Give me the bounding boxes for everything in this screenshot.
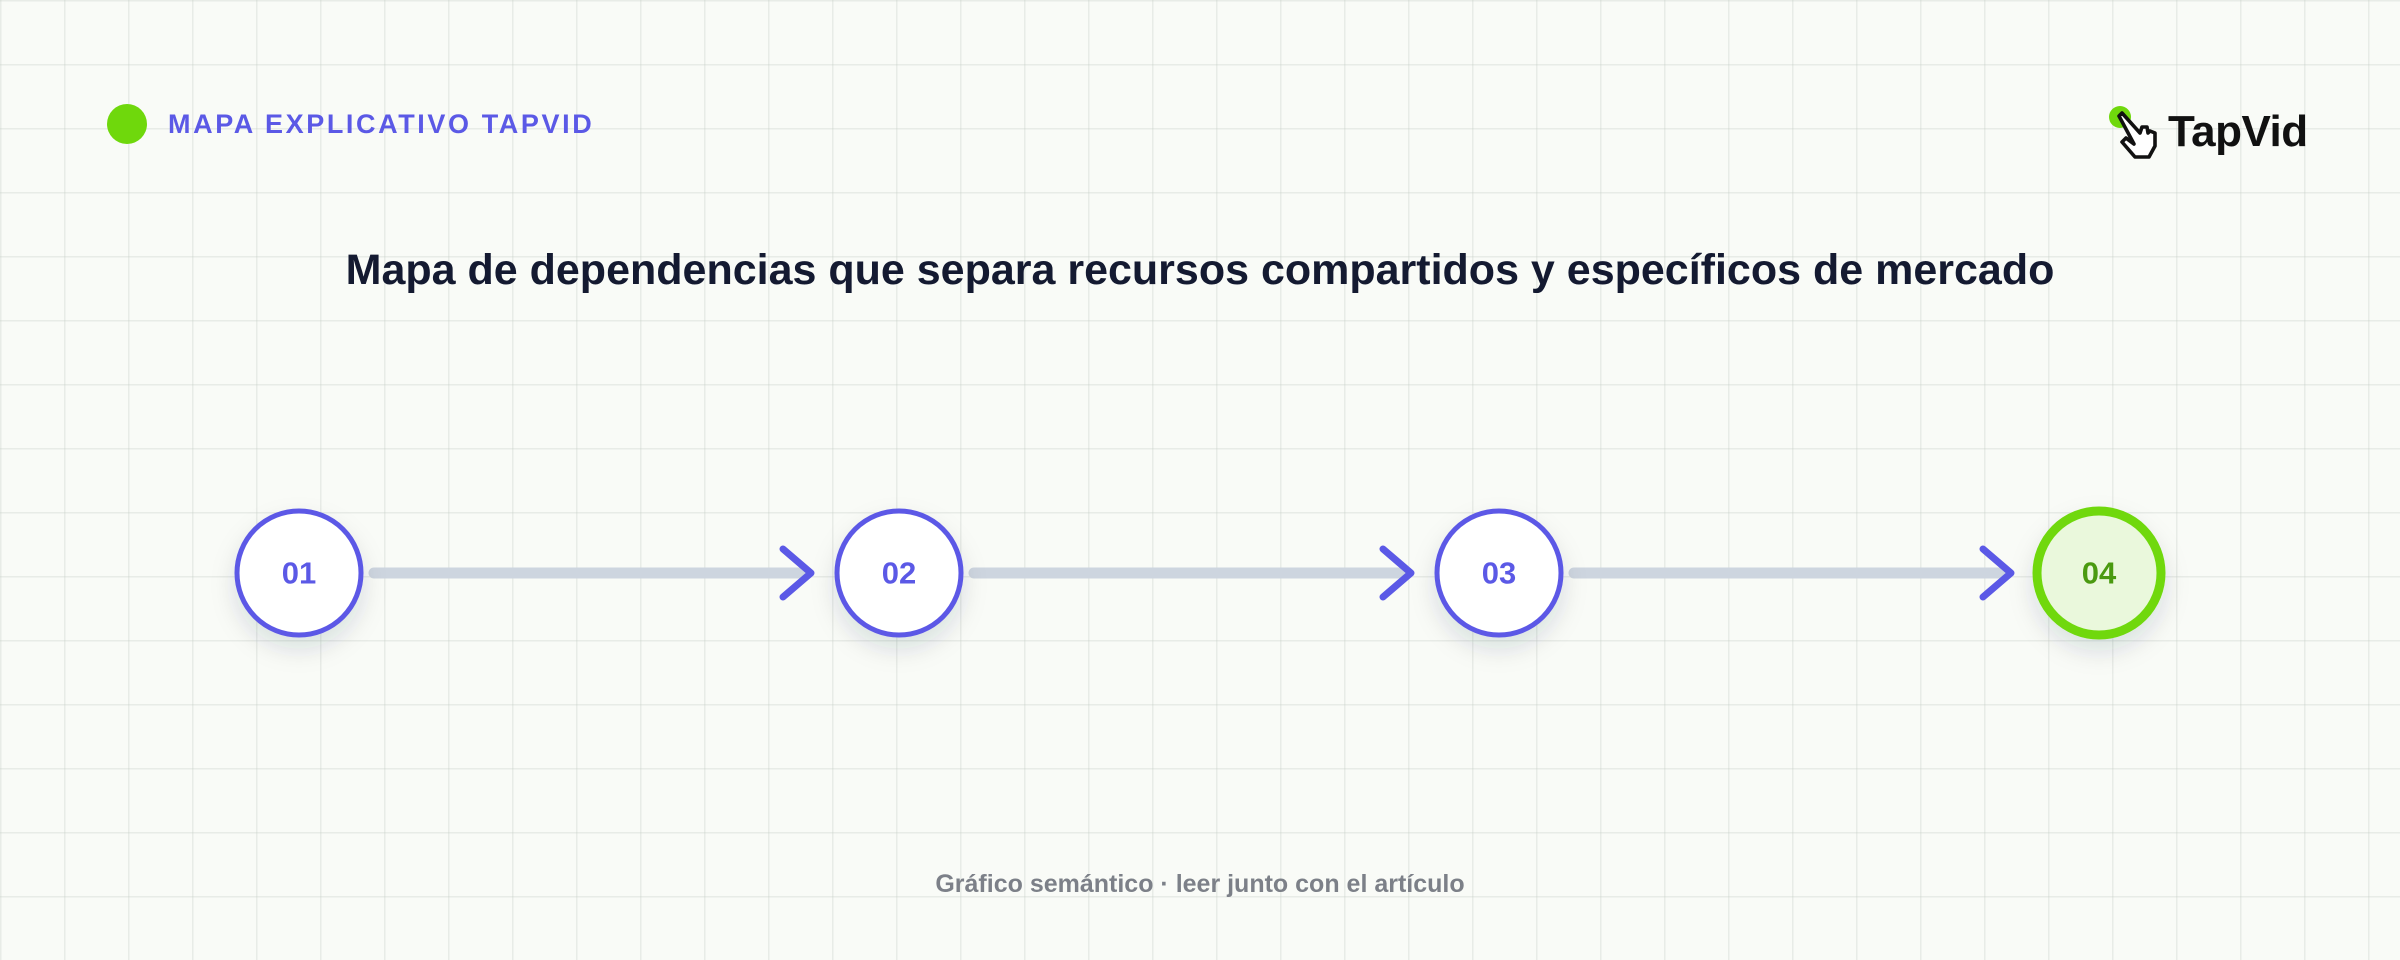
arrow-head-icon [1979,545,2015,601]
step-circle [234,508,364,638]
connector-2 [968,545,1415,601]
step-node-4: 04 [2032,506,2166,640]
step-node-3: 03 [1434,508,1564,638]
step-label: 01 [282,556,316,591]
tapvid-logo: TapVid [2104,100,2308,164]
connector-3 [1568,545,2015,601]
diagram-title: Mapa de dependencias que separa recursos… [345,246,2055,294]
step-circle [1434,508,1564,638]
connector-1 [368,545,815,601]
step-node-1: 01 [234,508,364,638]
arrow-head-icon [1379,545,1415,601]
header: MAPA EXPLICATIVO TAPVID [107,104,594,144]
arrow-head-icon [779,545,815,601]
step-label: 03 [1482,556,1516,591]
step-label: 04 [2082,556,2117,591]
status-dot [107,104,147,144]
step-label: 02 [882,556,916,591]
step-node-2: 02 [834,508,964,638]
tap-hand-icon [2109,106,2157,159]
header-label: MAPA EXPLICATIVO TAPVID [168,108,595,139]
logo-text: TapVid [2168,107,2308,156]
footer-caption: Gráfico semántico · leer junto con el ar… [935,870,1465,898]
step-circle [834,508,964,638]
step-circle-final [2032,506,2166,640]
